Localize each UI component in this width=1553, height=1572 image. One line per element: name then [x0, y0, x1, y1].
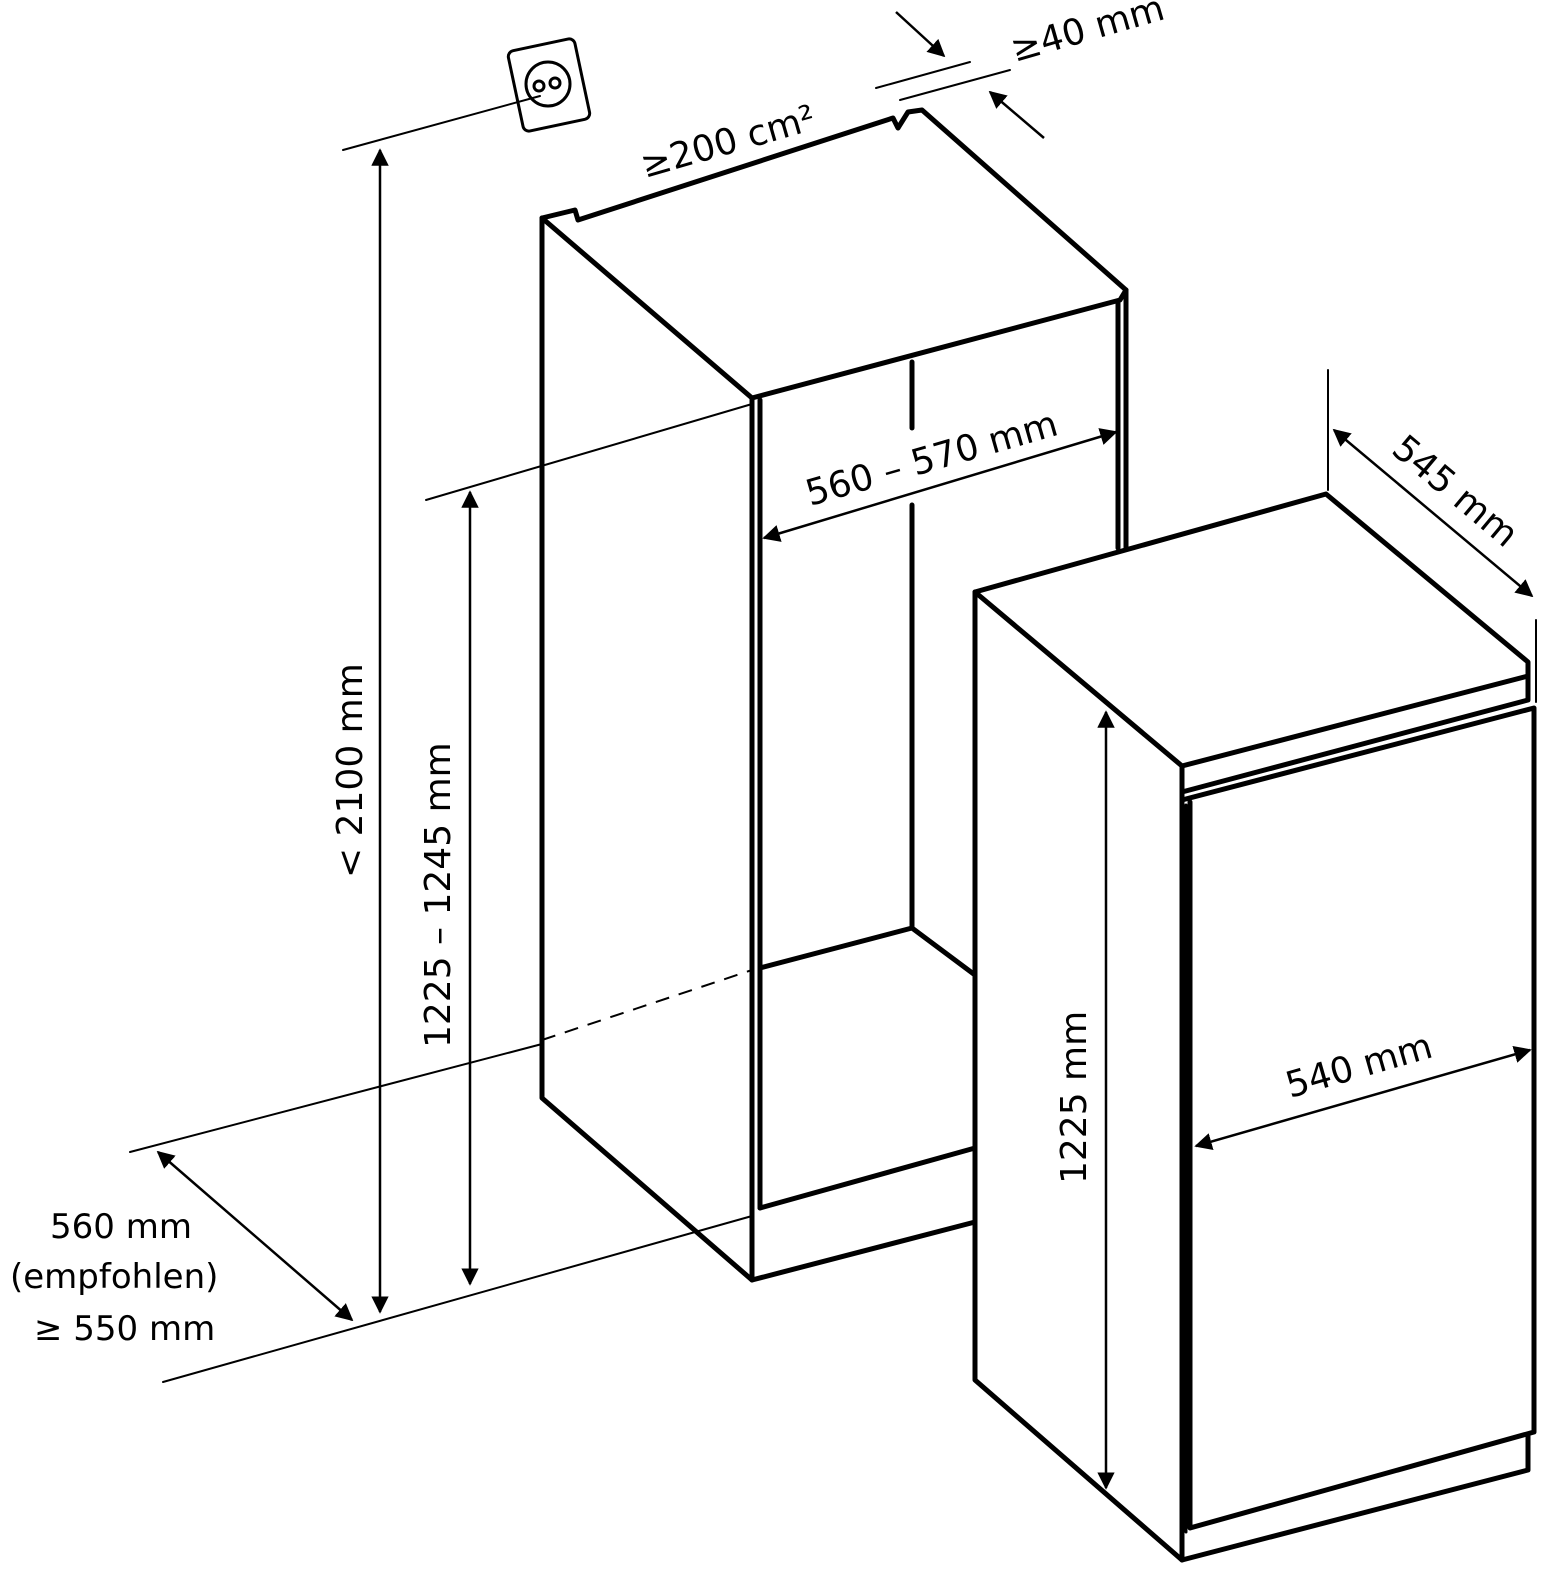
dimension-lines	[129, 11, 1537, 1490]
total-height-label: < 2100 mm	[330, 663, 371, 878]
depth-label-line2: (empfohlen)	[10, 1257, 218, 1297]
appliance-body	[972, 491, 1537, 1563]
power-socket-icon	[506, 37, 592, 133]
niche-height-label: 1225 – 1245 mm	[418, 742, 459, 1048]
niche-cabinet	[539, 107, 1129, 1283]
appliance-height-label: 1225 mm	[1054, 1011, 1095, 1184]
depth-label-line1: 560 mm	[50, 1207, 192, 1247]
rear-gap-label: ≥40 mm	[1006, 0, 1169, 71]
appliance-width-label: 540 mm	[1281, 1026, 1437, 1107]
depth-label-line3: ≥ 550 mm	[34, 1309, 215, 1349]
